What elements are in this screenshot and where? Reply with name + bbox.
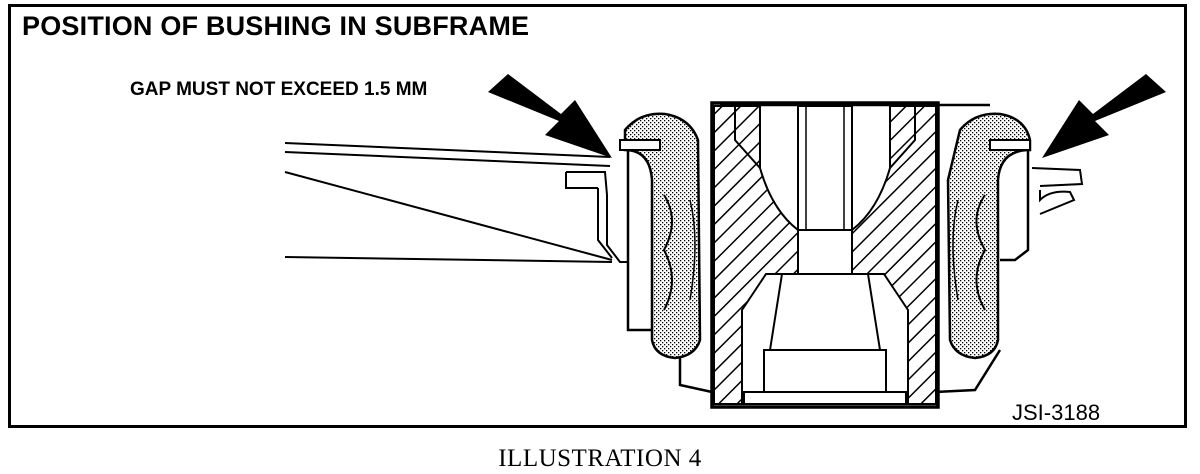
outer-sleeve bbox=[626, 103, 1030, 394]
illustration-caption: ILLUSTRATION 4 bbox=[498, 445, 702, 472]
subframe-bracket-right bbox=[1031, 167, 1084, 215]
gap-arrow-right bbox=[1042, 74, 1166, 158]
reference-code: JSI-3188 bbox=[1012, 400, 1101, 425]
metal-core bbox=[710, 101, 940, 409]
rubber-bushing-right bbox=[946, 112, 1032, 360]
rubber-bushing-left bbox=[619, 112, 702, 360]
gap-callout-label: GAP MUST NOT EXCEED 1.5 MM bbox=[130, 79, 428, 100]
gap-arrow-left bbox=[488, 74, 612, 158]
page-title: POSITION OF BUSHING IN SUBFRAME bbox=[22, 11, 530, 41]
subframe-arm bbox=[284, 142, 628, 263]
